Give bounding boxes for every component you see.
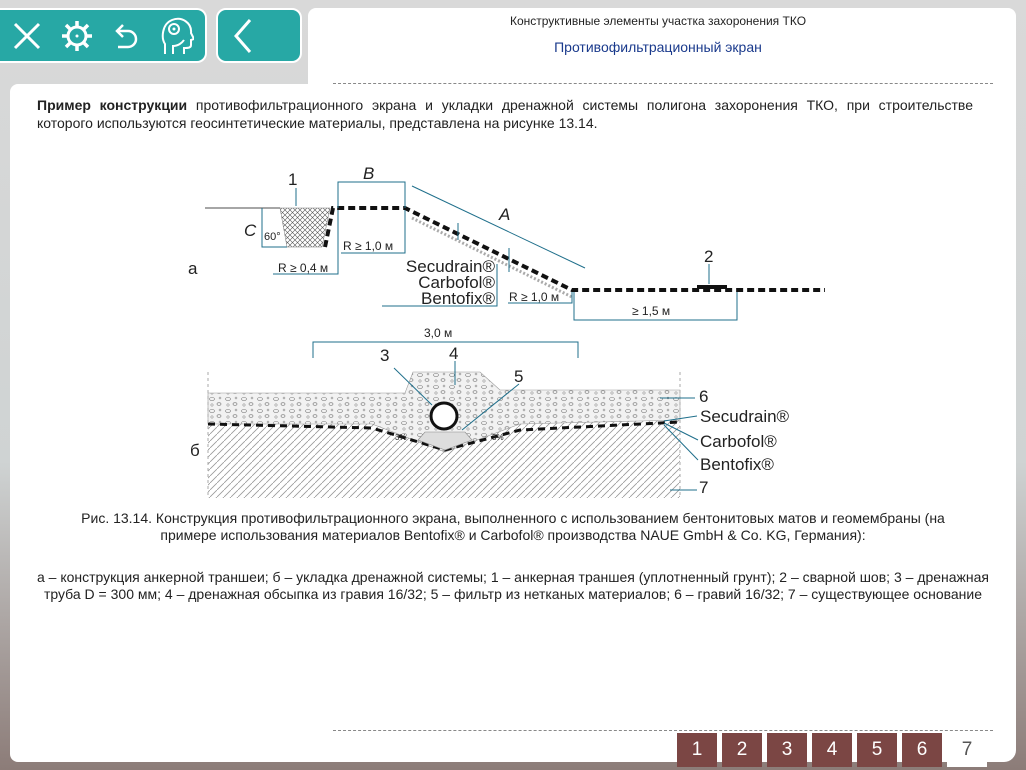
page-1-button[interactable]: 1 bbox=[677, 733, 717, 767]
chevron-left-icon bbox=[234, 18, 252, 53]
page-5-button[interactable]: 5 bbox=[857, 733, 897, 767]
page-4-button[interactable]: 4 bbox=[812, 733, 852, 767]
section-title: Конструктивные элементы участка захороне… bbox=[509, 14, 807, 28]
head-gear-icon bbox=[161, 17, 194, 54]
page-2-button[interactable]: 2 bbox=[722, 733, 762, 767]
close-button[interactable] bbox=[10, 19, 44, 53]
content-panel bbox=[10, 84, 1016, 762]
page-3-button[interactable]: 3 bbox=[767, 733, 807, 767]
figure-caption: Рис. 13.14. Конструкция противофильтраци… bbox=[81, 510, 945, 543]
page-title: Противофильтрационный экран bbox=[554, 39, 762, 55]
page-6-button[interactable]: 6 bbox=[902, 733, 942, 767]
bottom-divider bbox=[333, 730, 993, 731]
help-button[interactable] bbox=[160, 17, 194, 54]
close-icon bbox=[13, 22, 41, 49]
settings-button[interactable] bbox=[60, 19, 94, 53]
top-divider bbox=[333, 83, 993, 84]
toolbar bbox=[0, 8, 207, 63]
undo-button[interactable] bbox=[110, 19, 144, 53]
gear-icon bbox=[62, 20, 92, 51]
back-button[interactable] bbox=[216, 8, 302, 63]
intro-text: противофильтрационного экрана и укладки … bbox=[37, 97, 973, 131]
pagination: 1 2 3 4 5 6 7 bbox=[677, 733, 987, 767]
intro-paragraph: Пример конструкции противофильтрационног… bbox=[37, 96, 973, 132]
undo-icon bbox=[115, 23, 138, 48]
page-7-current[interactable]: 7 bbox=[947, 733, 987, 767]
intro-bold: Пример конструкции bbox=[37, 97, 188, 113]
figure-legend: а – конструкция анкерной траншеи; б – ук… bbox=[36, 569, 990, 602]
